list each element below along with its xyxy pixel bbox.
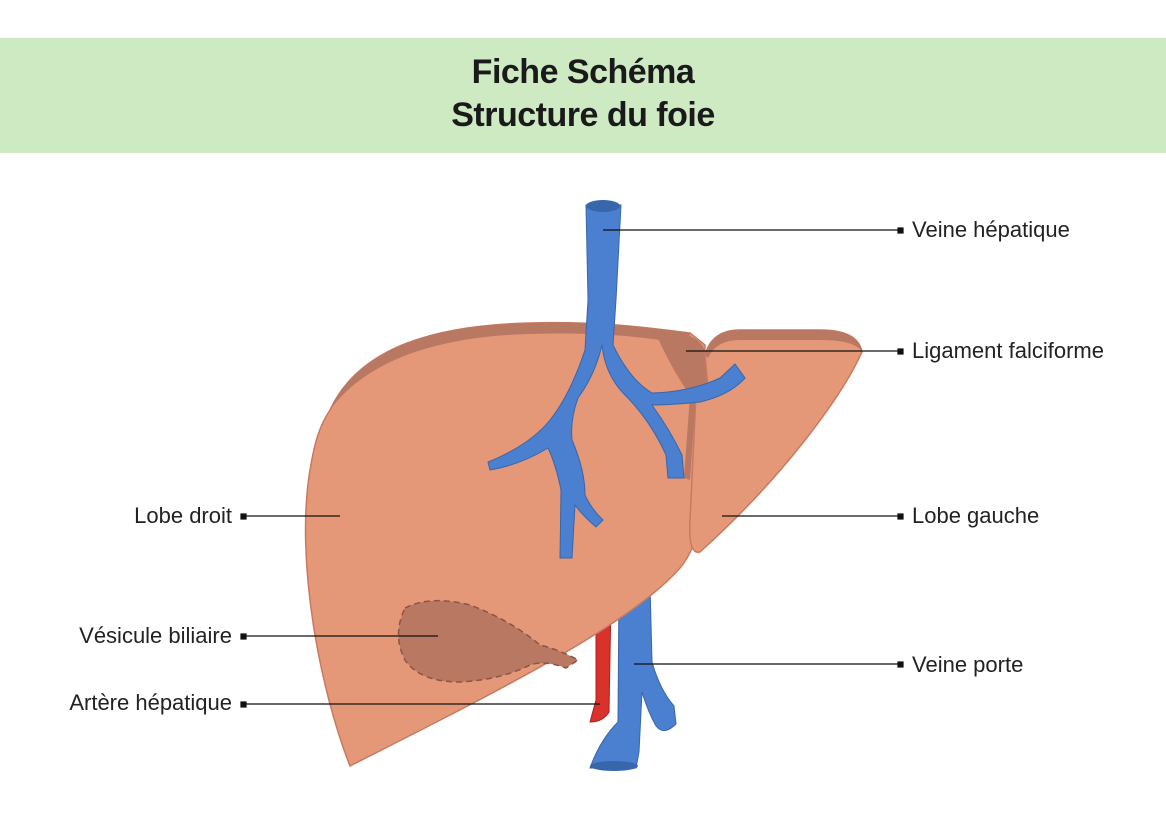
header-banner: Fiche Schéma Structure du foie [0,38,1166,153]
falciform-ligament [655,331,708,480]
label-vesicule-biliaire: Vésicule biliaire [79,623,232,648]
leader-lines [240,227,904,708]
page-subtitle: Structure du foie [451,96,715,134]
hepatic-vein-top [586,200,620,212]
label-veine-porte: Veine porte [912,652,1024,677]
label-lobe-droit: Lobe droit [134,503,232,528]
label-ligament-falciforme: Ligament falciforme [912,338,1104,363]
portal-vein [589,584,677,769]
liver-left-lobe-rim [705,330,862,358]
liver-top-rim [330,322,690,410]
liver-left-lobe [688,329,863,553]
page-title: Fiche Schéma [471,53,695,91]
label-artere-hepatique: Artère hépatique [69,690,232,715]
label-lobe-gauche: Lobe gauche [912,503,1040,528]
gallbladder [397,599,580,683]
portal-vein-end [590,761,638,771]
hepatic-vein [487,204,746,559]
hepatic-artery [589,599,612,723]
label-veine-hepatique: Veine hépatique [912,217,1070,242]
